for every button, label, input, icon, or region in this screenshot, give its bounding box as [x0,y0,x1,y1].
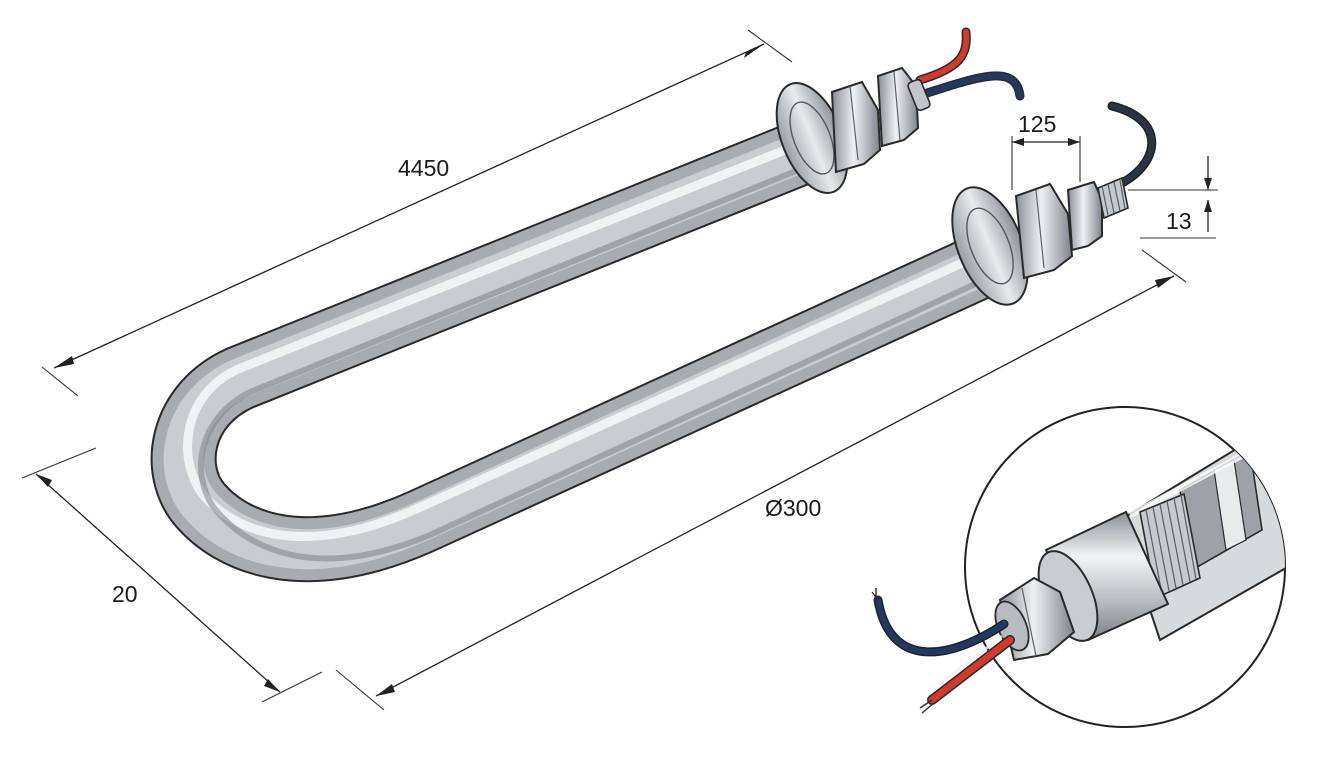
thread-height-label: 13 [1166,208,1192,234]
dimension-thread-length: 125 [1011,111,1081,190]
u-shaped-heating-element-icon [150,114,1019,583]
detail-magnifier-circle-icon [871,406,1286,728]
end-length-label: 20 [112,581,138,607]
threaded-stud [1097,176,1129,220]
wires-left-terminal [915,27,1025,101]
wire-right-terminal [1107,101,1157,190]
dimension-overall-length: 4450 [41,29,793,397]
thread-length-label: 125 [1018,111,1056,137]
dimension-end-length: 20 [21,447,323,703]
diameter-label: Ø300 [765,495,821,521]
hex-nut-fitting-icon-left [775,66,931,194]
overall-length-label: 4450 [398,155,449,181]
detail-thread [1139,492,1201,600]
hex-nut-fitting-icon-right [951,176,1129,306]
dimension-thread-height: 13 [1128,156,1218,239]
dimension-diameter: Ø300 [335,249,1187,711]
